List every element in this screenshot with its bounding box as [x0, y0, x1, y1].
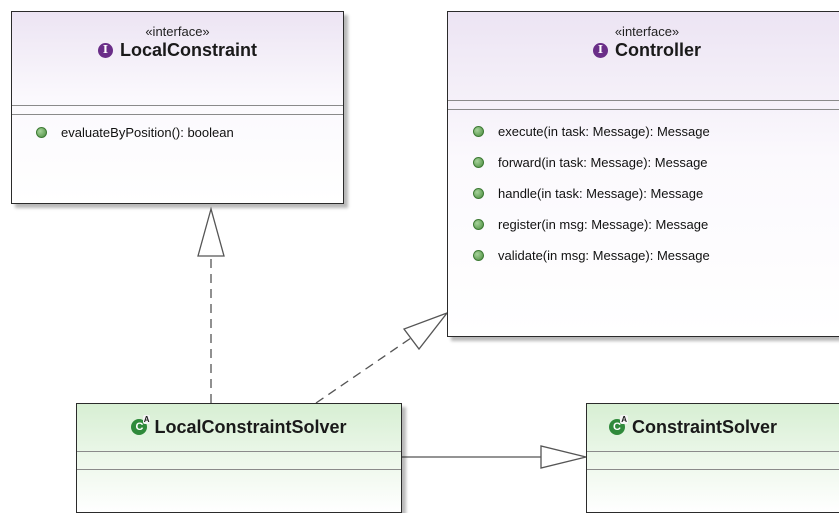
- local-constraint-title: I LocalConstraint: [12, 39, 343, 61]
- operation-row[interactable]: validate(in msg: Message): Message: [448, 240, 839, 271]
- attributes-separator: [77, 451, 401, 452]
- public-method-icon: [473, 219, 484, 230]
- local-constraint-header: «interface» I LocalConstraint: [12, 12, 343, 101]
- controller-stereotype: «interface»: [614, 24, 680, 39]
- public-method-icon: [473, 126, 484, 137]
- public-method-icon: [36, 126, 47, 138]
- abstract-class-icon: C A: [609, 415, 628, 435]
- attributes-separator: [12, 105, 343, 106]
- operation-row[interactable]: register(in msg: Message): Message: [448, 209, 839, 240]
- realization-controller: [315, 311, 449, 404]
- operation-signature: execute(in task: Message): Message: [498, 124, 710, 139]
- public-method-icon: [473, 157, 484, 168]
- attributes-separator: [587, 451, 839, 452]
- controller-interface[interactable]: «interface» I Controller execute(in task…: [447, 11, 839, 337]
- controller-operations: execute(in task: Message): Message forwa…: [448, 110, 839, 271]
- operation-signature: validate(in msg: Message): Message: [498, 248, 710, 263]
- operation-row[interactable]: execute(in task: Message): Message: [448, 116, 839, 147]
- operation-signature: handle(in task: Message): Message: [498, 186, 704, 201]
- interface-icon: I: [97, 42, 113, 58]
- local-constraint-solver-name: LocalConstraintSolver: [154, 417, 347, 437]
- constraint-solver-title: C A ConstraintSolver: [587, 404, 839, 438]
- abstract-class-icon: C A: [131, 415, 151, 435]
- public-method-icon: [473, 250, 484, 261]
- local-constraint-name: LocalConstraint: [119, 40, 257, 60]
- generalization-constraint-solver: [402, 445, 587, 469]
- local-constraint-solver-class[interactable]: C A LocalConstraintSolver: [76, 403, 402, 513]
- controller-title: I Controller: [448, 39, 839, 61]
- local-constraint-interface[interactable]: «interface» I LocalConstraint evaluateBy…: [11, 11, 344, 204]
- controller-header: «interface» I Controller: [448, 12, 839, 101]
- constraint-solver-class[interactable]: C A ConstraintSolver: [586, 403, 839, 513]
- public-method-icon: [473, 188, 484, 199]
- operations-separator: [77, 469, 401, 470]
- local-constraint-solver-header: C A LocalConstraintSolver: [77, 404, 401, 453]
- operation-signature: forward(in task: Message): Message: [498, 155, 708, 170]
- controller-name: Controller: [614, 40, 701, 60]
- realization-local-constraint: [197, 206, 225, 403]
- operations-separator: [12, 114, 343, 115]
- operation-row[interactable]: evaluateByPosition(): boolean: [12, 120, 343, 144]
- local-constraint-operations: evaluateByPosition(): boolean: [12, 115, 343, 144]
- operation-row[interactable]: forward(in task: Message): Message: [448, 147, 839, 178]
- operation-row[interactable]: handle(in task: Message): Message: [448, 178, 839, 209]
- local-constraint-stereotype: «interface»: [145, 24, 210, 39]
- operation-signature: evaluateByPosition(): boolean: [61, 124, 234, 140]
- operations-separator: [448, 109, 839, 110]
- operations-separator: [587, 469, 839, 470]
- constraint-solver-header: C A ConstraintSolver: [587, 404, 839, 453]
- interface-icon: I: [592, 42, 608, 58]
- attributes-separator: [448, 100, 839, 101]
- constraint-solver-name: ConstraintSolver: [632, 417, 778, 437]
- local-constraint-solver-title: C A LocalConstraintSolver: [77, 404, 401, 438]
- operation-signature: register(in msg: Message): Message: [498, 217, 709, 232]
